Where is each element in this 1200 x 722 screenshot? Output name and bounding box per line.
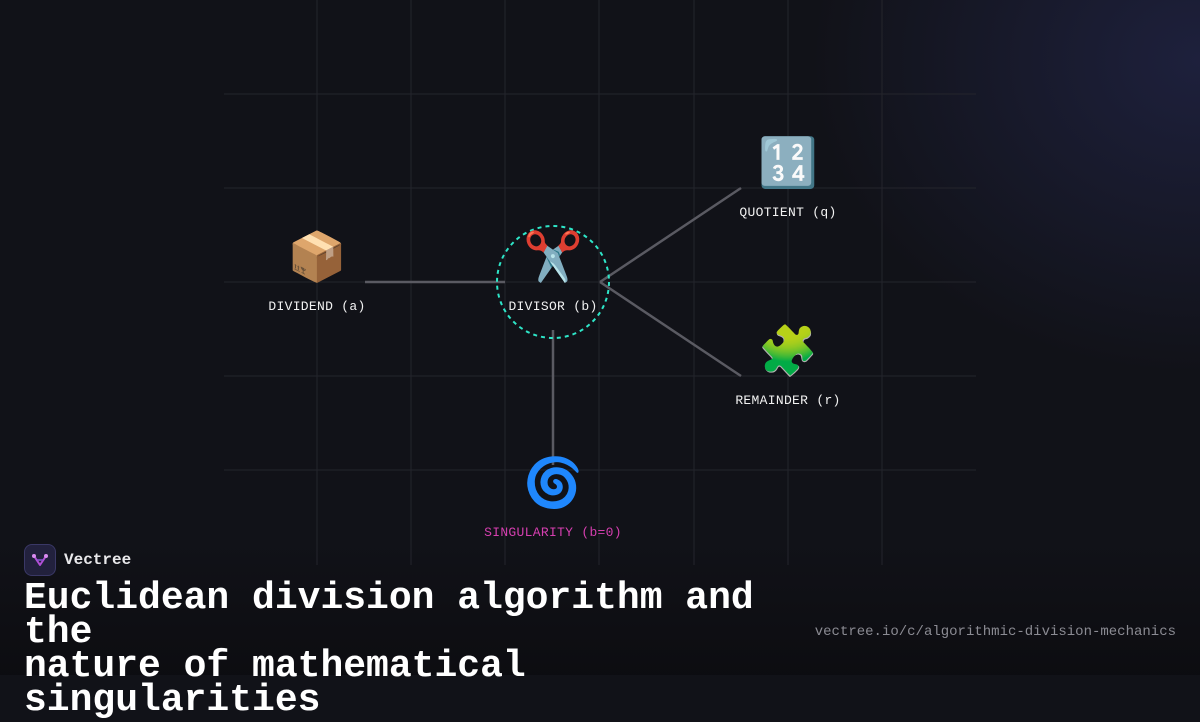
page-title: Euclidean division algorithm and the nat… xyxy=(24,580,814,720)
source-url: vectree.io/c/algorithmic-division-mechan… xyxy=(814,624,1176,640)
divisor-label: DIVISOR (b) xyxy=(508,299,598,314)
diagram-canvas xyxy=(224,0,976,565)
vectree-logo-icon xyxy=(24,544,56,576)
title-line-1: Euclidean division algorithm and the xyxy=(24,577,754,654)
puzzle-icon: 🧩 xyxy=(758,323,818,379)
brand: Vectree xyxy=(24,544,131,576)
quotient-label: QUOTIENT (q) xyxy=(739,205,837,220)
edge-divisor-quotient xyxy=(599,186,742,284)
remainder-label: REMAINDER (r) xyxy=(735,393,841,408)
cyclone-icon: 🌀 xyxy=(523,455,583,511)
title-line-2: nature of mathematical singularities xyxy=(24,645,526,722)
package-icon: 📦 xyxy=(287,229,347,285)
scissors-icon: ✂️ xyxy=(523,229,583,285)
numbers-icon: 🔢 xyxy=(758,135,818,191)
singularity-label: SINGULARITY (b=0) xyxy=(484,525,622,540)
brand-name: Vectree xyxy=(64,551,132,569)
edges xyxy=(365,186,742,465)
dividend-label: DIVIDEND (a) xyxy=(268,299,366,314)
edge-divisor-remainder xyxy=(599,280,742,378)
divisor-highlight-ring xyxy=(496,225,610,339)
background-glow xyxy=(0,0,1200,675)
